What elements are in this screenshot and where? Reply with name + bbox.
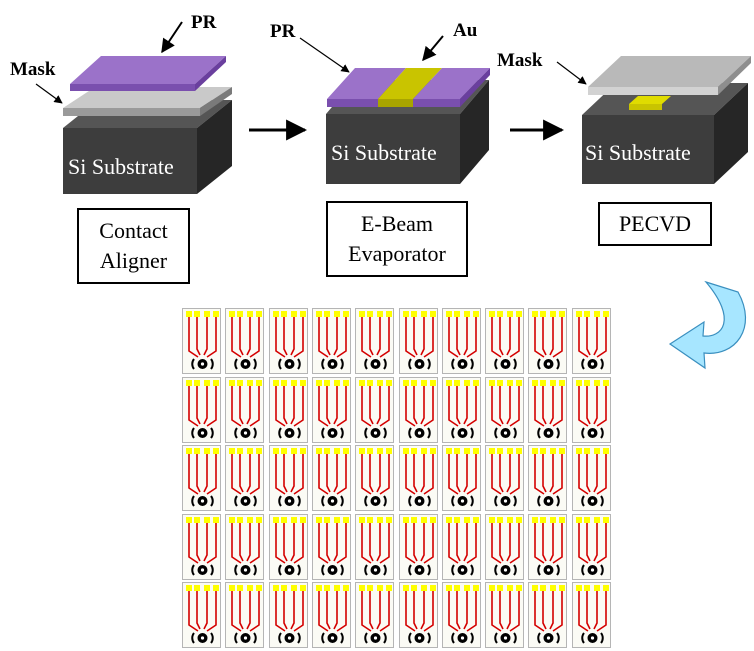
- step2-photoresist-left: [327, 68, 406, 107]
- sensor-chip: [269, 377, 308, 443]
- step3-mask-label: Mask: [497, 50, 543, 71]
- sensor-chip: [355, 377, 394, 443]
- sensor-chip: [442, 445, 481, 511]
- sensor-chip: [442, 582, 481, 648]
- sensor-chip: [312, 582, 351, 648]
- sensor-chip: [355, 582, 394, 648]
- sensor-chip: [485, 308, 524, 374]
- sensor-chip: [312, 445, 351, 511]
- step2-substrate-label: Si Substrate: [331, 140, 437, 165]
- sensor-chip: [312, 514, 351, 580]
- sensor-chip: [528, 445, 567, 511]
- step2-au-label: Au: [453, 20, 478, 41]
- step1-box-line-1: Contact: [99, 218, 168, 244]
- step3-substrate-label: Si Substrate: [585, 140, 691, 165]
- sensor-chip: [182, 582, 221, 648]
- sensor-chip: [399, 514, 438, 580]
- sensor-chip: [355, 445, 394, 511]
- step3-gold-pad: [629, 96, 671, 110]
- sensor-chip: [182, 377, 221, 443]
- sensor-chip: [442, 308, 481, 374]
- step2-pr-label: PR: [270, 21, 296, 42]
- sensor-chip: [312, 377, 351, 443]
- sensor-chip: [572, 514, 611, 580]
- sensor-chip: [399, 308, 438, 374]
- sensor-chip: [225, 377, 264, 443]
- sensor-chip: [528, 308, 567, 374]
- sensor-chip: [572, 445, 611, 511]
- step1-pr-label: PR: [191, 12, 217, 33]
- sensor-chip: [399, 377, 438, 443]
- sensor-chip: [225, 582, 264, 648]
- step3-mask-arrow: [556, 61, 587, 85]
- step2-photoresist-right: [413, 68, 490, 107]
- step1-mask-layer: [63, 87, 232, 116]
- sensor-chip: [355, 514, 394, 580]
- sensor-chip: [312, 308, 351, 374]
- curved-arrow-icon: [668, 280, 747, 370]
- sensor-chip: [269, 514, 308, 580]
- step1-substrate-label: Si Substrate: [68, 154, 174, 179]
- step1-pr-arrow: [161, 21, 183, 54]
- sensor-chip: [528, 377, 567, 443]
- sensor-chip: [485, 377, 524, 443]
- sensor-chip: [442, 377, 481, 443]
- step1-box-line-2: Aligner: [99, 248, 168, 273]
- step3-box-line-1: PECVD: [618, 211, 692, 237]
- sensor-chip: [528, 582, 567, 648]
- sensor-chip: [182, 308, 221, 374]
- step1-mask-label: Mask: [10, 59, 56, 80]
- sensor-chip: [572, 308, 611, 374]
- sensor-chip: [399, 445, 438, 511]
- sensor-chip: [485, 445, 524, 511]
- sensor-chip: [182, 445, 221, 511]
- sensor-chip: [225, 308, 264, 374]
- step1-process-box: Contact Aligner: [77, 208, 190, 284]
- sensor-chip: [442, 514, 481, 580]
- step1-stack: [35, 21, 232, 194]
- sensor-chip: [182, 514, 221, 580]
- device-array: [182, 308, 614, 651]
- step3-stack: [556, 56, 751, 184]
- step2-stack: [299, 35, 490, 184]
- sensor-chip: [399, 582, 438, 648]
- sensor-chip: [269, 582, 308, 648]
- sensor-chip: [485, 582, 524, 648]
- sensor-chip: [485, 514, 524, 580]
- sensor-chip: [269, 445, 308, 511]
- step2-pr-arrow: [299, 37, 350, 73]
- step2-box-line-2: Evaporator: [348, 241, 446, 266]
- step1-photoresist-layer: [70, 56, 226, 91]
- sensor-chip: [269, 308, 308, 374]
- step2-au-arrow: [422, 35, 444, 62]
- step1-mask-arrow: [35, 83, 63, 104]
- sensor-chip: [572, 582, 611, 648]
- sensor-chip: [355, 308, 394, 374]
- sensor-chip: [225, 445, 264, 511]
- step3-mask-layer: [588, 56, 751, 95]
- step3-process-box: PECVD: [598, 202, 712, 246]
- step2-gold-stripe: [378, 68, 442, 107]
- sensor-chip: [572, 377, 611, 443]
- step2-box-line-1: E-Beam: [360, 211, 434, 237]
- step2-process-box: E-Beam Evaporator: [326, 201, 468, 277]
- sensor-chip: [225, 514, 264, 580]
- sensor-chip: [528, 514, 567, 580]
